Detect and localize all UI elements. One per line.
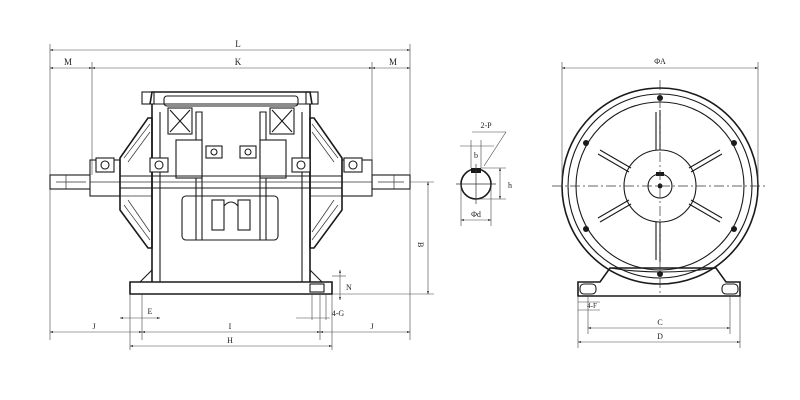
bolt-right-inner — [291, 157, 311, 173]
label-D: D — [657, 332, 663, 341]
bolt-right-outer — [343, 157, 363, 173]
label-J-right: J — [370, 322, 373, 331]
left-shaft — [49, 174, 93, 190]
label-phi-d: Φd — [471, 210, 481, 219]
side-dimensions: ΦA 4-F C D — [561, 57, 759, 348]
label-h: h — [508, 181, 512, 190]
label-2-P: 2-P — [480, 121, 492, 130]
label-I: I — [229, 322, 232, 331]
right-cover — [309, 117, 343, 249]
main-housing — [151, 103, 311, 282]
label-phi-A: ΦA — [654, 57, 666, 66]
label-E: E — [148, 307, 153, 316]
shaft-section-view: b 2-P h Φd — [456, 121, 512, 226]
label-C: C — [657, 318, 662, 327]
label-4-G: 4-G — [332, 309, 345, 318]
label-H: H — [227, 336, 233, 345]
bolt-left-outer — [95, 157, 115, 173]
label-B: B — [416, 242, 425, 247]
side-view — [552, 80, 768, 297]
label-K: K — [235, 57, 242, 67]
label-M-left: M — [64, 57, 72, 67]
label-N: N — [346, 283, 352, 292]
bolt-left-inner — [149, 157, 169, 173]
front-dimensions: L K M M E 4-G J I J H — [49, 39, 434, 350]
label-M-right: M — [389, 57, 397, 67]
label-b: b — [474, 151, 478, 160]
right-shaft — [371, 174, 411, 190]
coil-right — [269, 107, 295, 135]
front-view — [49, 91, 411, 295]
label-4-F: 4-F — [587, 302, 597, 310]
left-cover — [119, 117, 153, 249]
coil-left — [167, 107, 193, 135]
label-L: L — [235, 39, 241, 49]
label-J-left: J — [92, 322, 95, 331]
